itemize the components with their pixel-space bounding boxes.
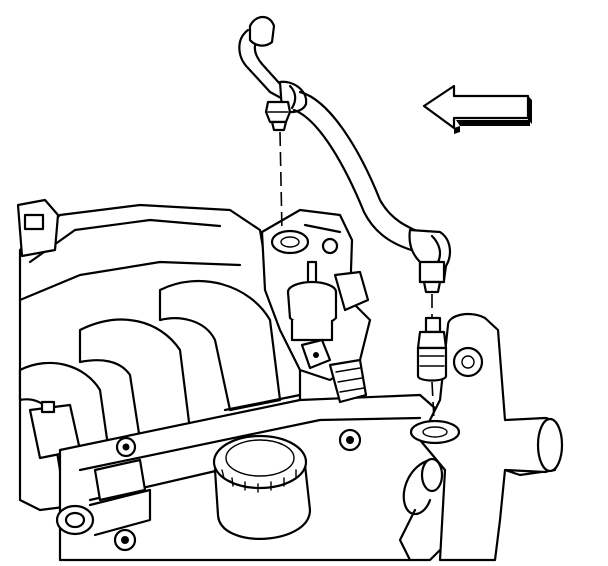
intake-manifold [16,198,302,512]
arrow-left-icon [422,84,532,134]
alignment-lines [279,131,435,421]
filler-cap [212,434,312,540]
sensor [416,316,448,382]
vacuum-hose [238,15,452,294]
bracket-assembly [260,208,372,404]
right-housing [398,312,564,562]
